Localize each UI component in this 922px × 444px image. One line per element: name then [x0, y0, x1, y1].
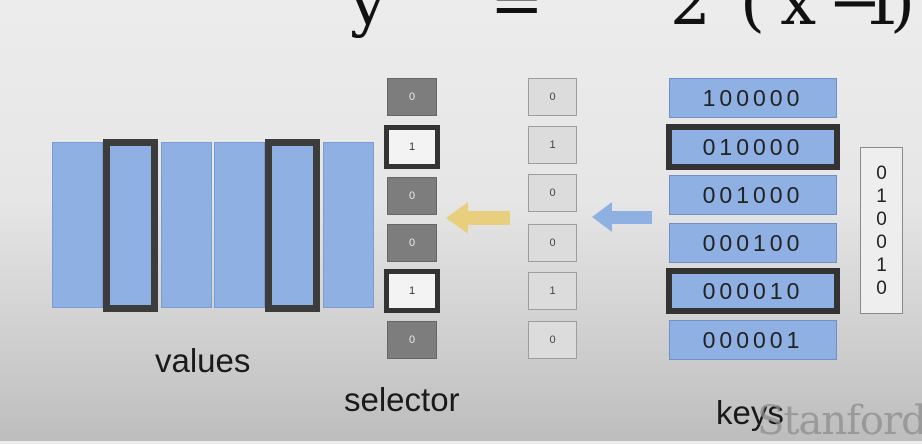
stanford-watermark: Stanford: [757, 398, 922, 444]
query-digit: 0: [876, 277, 887, 299]
value-column-selected: [103, 139, 158, 312]
formula-y: y: [350, 0, 389, 40]
selector-cell-active: 1: [384, 125, 440, 169]
query-digit: 0: [876, 208, 887, 230]
intermediate-cell: 0: [528, 78, 577, 116]
query-digit: 0: [876, 162, 887, 184]
keys-label: keys: [716, 394, 784, 431]
formula-one: 1: [862, 0, 905, 40]
selector-cell: 0: [387, 177, 437, 215]
intermediate-cell: 1: [528, 126, 577, 164]
key-row-selected: 000010: [666, 268, 840, 314]
arrow-left-yellow-icon: [446, 202, 510, 234]
values-label: values: [155, 342, 251, 379]
arrow-left-blue-icon: [592, 202, 652, 232]
selector-cell: 0: [387, 321, 437, 359]
selector-cell: 0: [387, 78, 437, 116]
query-digit: 1: [876, 185, 887, 207]
key-row: 100000: [669, 78, 837, 118]
formula-open-paren: (: [740, 0, 767, 40]
key-row-selected: 010000: [666, 124, 840, 170]
key-row: 001000: [669, 175, 837, 215]
formula-two: 2: [670, 0, 713, 40]
value-column: [323, 142, 374, 308]
intermediate-cell: 0: [528, 174, 577, 212]
query-vector: 0 1 0 0 1 0: [860, 147, 903, 314]
value-column: [161, 142, 212, 308]
value-column-selected: [265, 139, 320, 312]
formula-close-paren: ): [890, 0, 917, 40]
formula-fragment: y = 2 ( x − 1 ): [350, 0, 915, 40]
selector-label: selector: [344, 381, 460, 418]
intermediate-cell: 0: [528, 321, 577, 359]
key-row: 000001: [669, 320, 837, 360]
selector-cell-active: 1: [384, 269, 440, 313]
formula-x: x: [780, 0, 819, 40]
selector-cell: 0: [387, 224, 437, 262]
query-digit: 0: [876, 231, 887, 253]
formula-minus: −: [828, 0, 884, 40]
value-column: [214, 142, 265, 308]
value-column: [52, 142, 103, 308]
intermediate-cell: 1: [528, 272, 577, 310]
formula-equals: =: [490, 0, 546, 40]
intermediate-cell: 0: [528, 224, 577, 262]
key-row: 000100: [669, 223, 837, 263]
query-digit: 1: [876, 254, 887, 276]
